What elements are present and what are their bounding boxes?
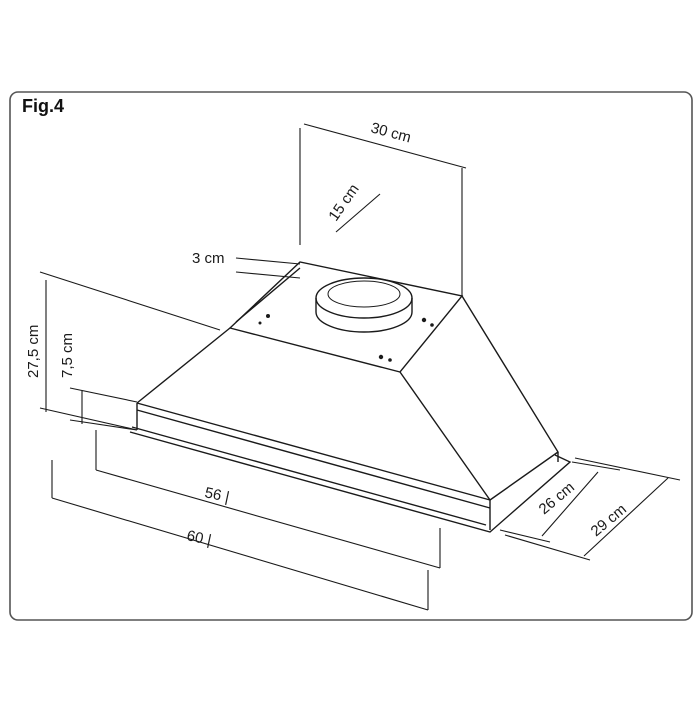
bottom-tray-inner (131, 426, 487, 526)
figure-label: Fig.4 (22, 96, 65, 116)
hood-body (129, 261, 572, 533)
inner-width-label: 56 | (203, 484, 231, 506)
total-width-label: 60 | (185, 527, 213, 549)
right-side (461, 295, 559, 501)
duct-width-label: 30 cm (369, 119, 413, 146)
screw-holes (258, 314, 434, 362)
body-height-label: 7,5 cm (59, 333, 76, 378)
front-panel (136, 402, 491, 530)
left-rim (235, 267, 301, 323)
collar-height-label: 3 cm (192, 250, 225, 267)
duct-diameter-label: 15 cm (325, 181, 362, 224)
figure-frame (9, 91, 693, 621)
total-height-label: 27,5 cm (25, 325, 42, 378)
front-slope (136, 327, 491, 501)
exhaust-collar (315, 277, 413, 333)
inner-depth-label: 26 cm (536, 479, 578, 518)
total-depth-label: 29 cm (588, 501, 630, 540)
bottom-tray-edge (129, 431, 572, 533)
dimension-lines (39, 123, 681, 611)
